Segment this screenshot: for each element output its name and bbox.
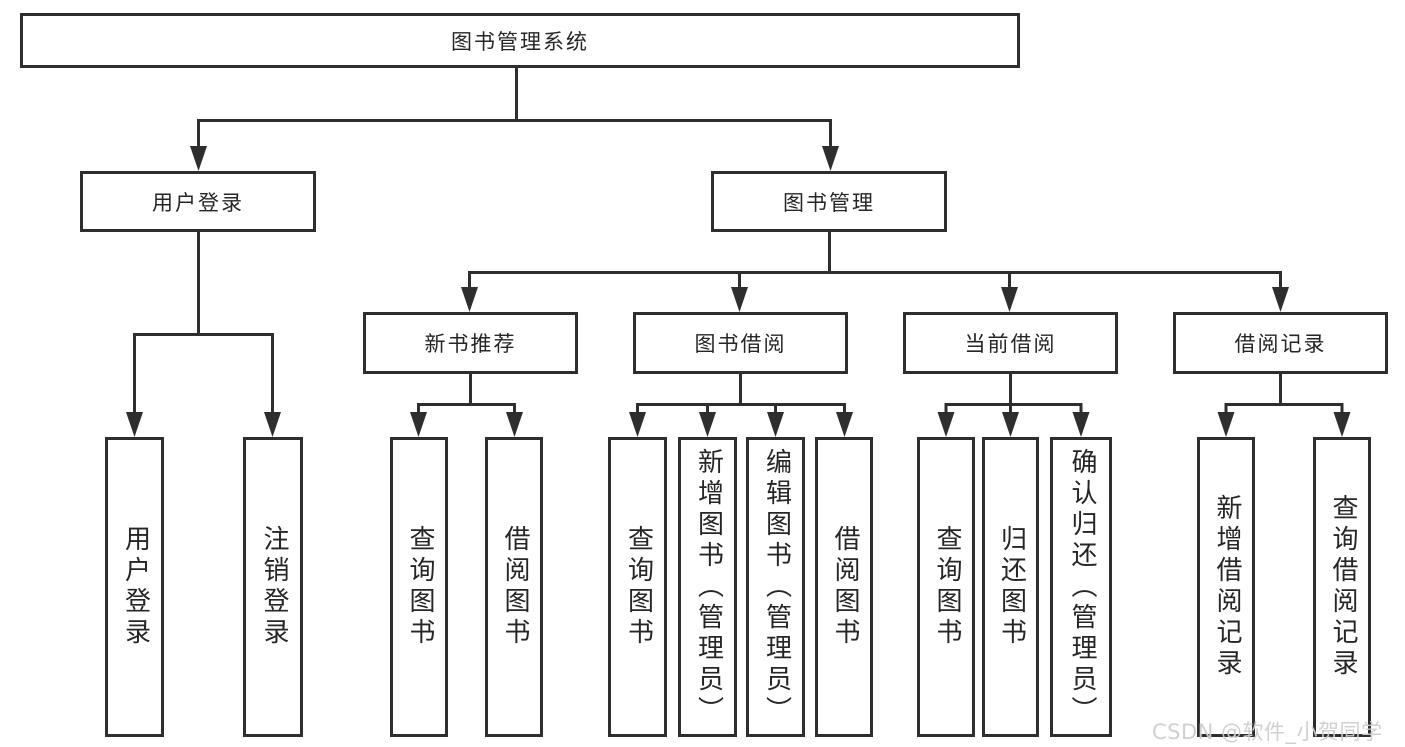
leaf-logout-label: 注销登录 [258, 525, 289, 649]
leaf-cb-confirm-return: 确认归还（管理员） [1050, 437, 1112, 737]
node-new-book-recommend: 新书推荐 [363, 312, 578, 374]
leaf-bb-borrow-books: 借阅图书 [815, 437, 873, 737]
node-new-book-recommend-label: 新书推荐 [424, 332, 517, 356]
node-user-login-label: 用户登录 [152, 190, 244, 215]
leaf-bb-edit-books: 编辑图书（管理员） [746, 437, 805, 737]
node-root-label: 图书管理系统 [451, 29, 589, 54]
node-current-borrow-label: 当前借阅 [964, 332, 1057, 356]
node-borrow-records-label: 借阅记录 [1234, 332, 1327, 356]
leaf-bb-query-books-label: 查询图书 [623, 525, 654, 649]
leaf-bb-edit-books-label: 编辑图书（管理员） [761, 447, 792, 727]
leaf-br-add-record-label: 新增借阅记录 [1211, 494, 1242, 680]
leaf-br-query-record: 查询借阅记录 [1313, 437, 1371, 737]
node-current-borrow: 当前借阅 [903, 312, 1118, 374]
node-book-borrow-label: 图书借阅 [694, 332, 787, 356]
leaf-br-query-record-label: 查询借阅记录 [1327, 494, 1358, 680]
leaf-cb-return-books-label: 归还图书 [996, 525, 1027, 649]
leaf-nb-borrow-books: 借阅图书 [485, 437, 543, 737]
leaf-user-login-label: 用户登录 [120, 525, 151, 649]
leaf-bb-borrow-books-label: 借阅图书 [829, 525, 860, 649]
leaf-cb-return-books: 归还图书 [982, 437, 1039, 737]
leaf-user-login: 用户登录 [105, 437, 164, 737]
leaf-bb-add-books-label: 新增图书（管理员） [693, 447, 724, 727]
node-root: 图书管理系统 [20, 13, 1020, 68]
leaf-nb-query-books: 查询图书 [390, 437, 448, 737]
leaf-bb-query-books: 查询图书 [608, 437, 667, 737]
leaf-br-add-record: 新增借阅记录 [1197, 437, 1255, 737]
leaf-cb-confirm-return-label: 确认归还（管理员） [1066, 447, 1097, 727]
node-user-login: 用户登录 [80, 171, 316, 232]
node-book-management-label: 图书管理 [783, 190, 875, 215]
leaf-nb-borrow-books-label: 借阅图书 [499, 525, 530, 649]
leaf-nb-query-books-label: 查询图书 [404, 525, 435, 649]
leaf-cb-query-books: 查询图书 [917, 437, 975, 737]
node-book-borrow: 图书借阅 [633, 312, 848, 374]
leaf-cb-query-books-label: 查询图书 [931, 525, 962, 649]
node-book-management: 图书管理 [711, 171, 947, 232]
arrow-heads [126, 146, 1351, 437]
leaf-logout: 注销登录 [243, 437, 303, 737]
node-borrow-records: 借阅记录 [1173, 312, 1388, 374]
leaf-bb-add-books: 新增图书（管理员） [678, 437, 737, 737]
